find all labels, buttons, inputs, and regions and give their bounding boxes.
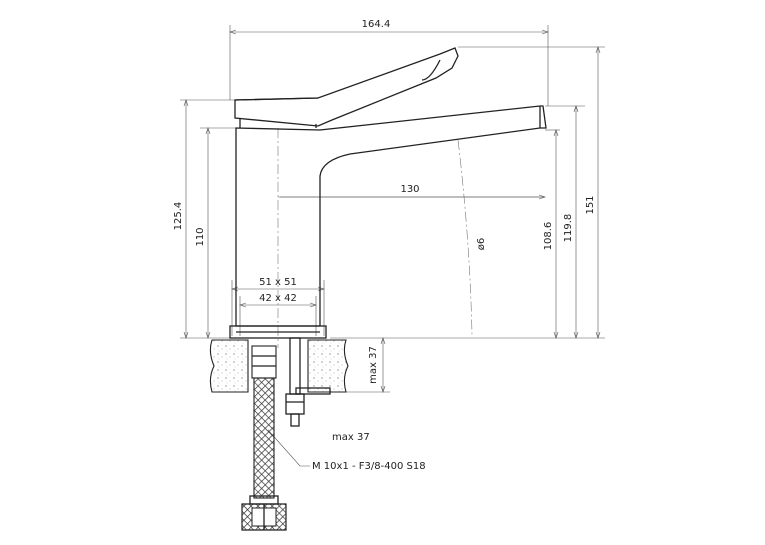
extension-lines: [180, 25, 605, 339]
dim-spout-top-height: 119.8: [563, 214, 574, 243]
dim-body-height-inner: 110: [195, 227, 206, 246]
supply-hose: [241, 345, 287, 531]
dim-base-inner: 42 x 42: [259, 293, 297, 304]
countertop-section: [209, 339, 349, 395]
dim-total-height: 151: [585, 195, 596, 214]
dim-deck-thickness-note: max 37: [332, 432, 370, 443]
dim-base-outer: 51 x 51: [259, 277, 297, 288]
hose-spec-label: M 10x1 - F3/8-400 S18: [312, 461, 426, 472]
center-lines: [277, 128, 473, 348]
faucet-body: [229, 47, 547, 339]
dim-spout-height: 108.6: [543, 222, 554, 251]
dim-overall-width: 164.4: [362, 19, 391, 30]
dim-outlet-diameter: ø6: [476, 238, 487, 250]
dimension-labels: 164.4 151 119.8 108.6 ø6 125.4 110 130 5…: [173, 19, 596, 472]
dim-body-height: 125.4: [173, 202, 184, 231]
fixing-stud: [285, 337, 305, 427]
dimension-lines: [183, 29, 601, 467]
dim-spout-reach: 130: [400, 184, 419, 195]
dim-deck-thickness: max 37: [368, 346, 379, 384]
